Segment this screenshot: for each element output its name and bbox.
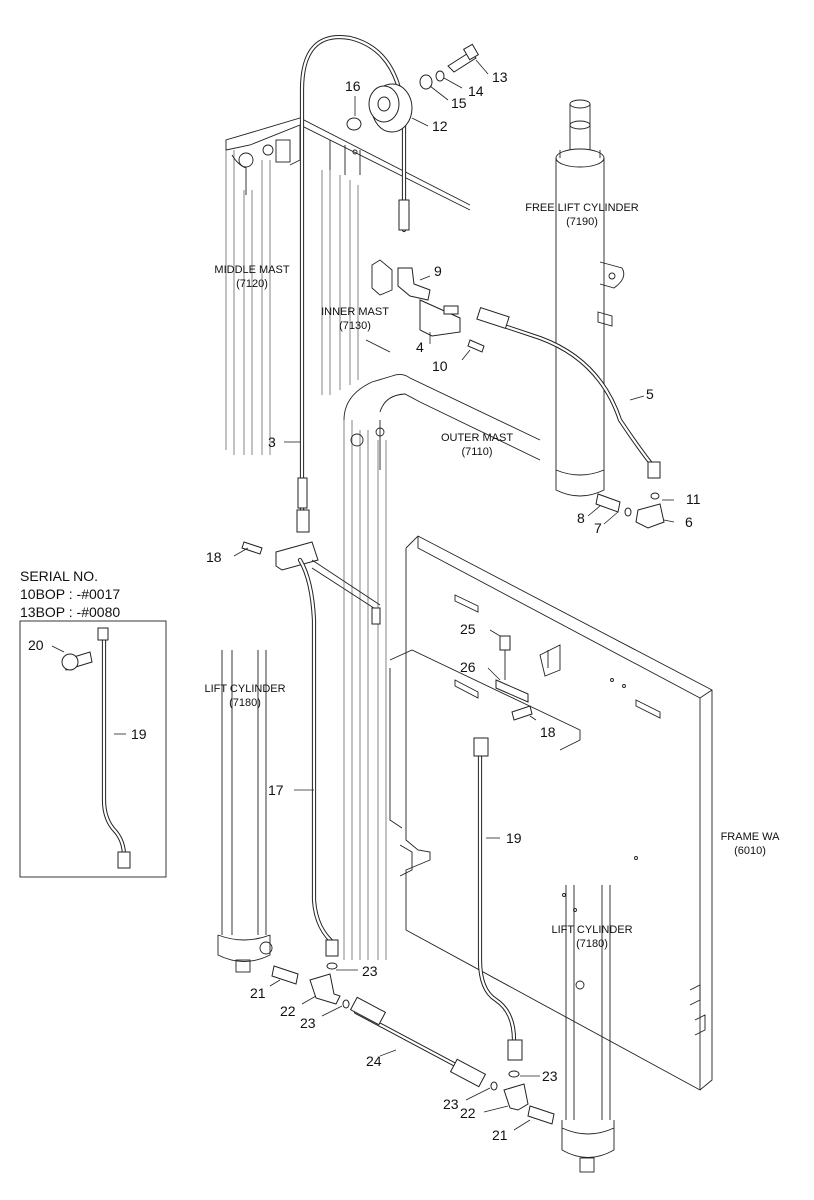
serial-line-1: 10BOP : -#0017 — [20, 586, 120, 602]
callout-23-left-top: 23 — [362, 963, 378, 979]
callout-23-right-bottom: 23 — [443, 1096, 459, 1112]
serial-line-2: 13BOP : -#0080 — [20, 604, 120, 620]
leader-lines — [51, 59, 675, 1131]
label-lift-cylinder-left: LIFT CYLINDER — [204, 683, 285, 695]
label-outer-mast: OUTER MAST — [441, 432, 513, 444]
inner-mast-drawing — [321, 170, 393, 395]
bushing-16 — [346, 117, 362, 131]
serial-inset — [19, 620, 167, 878]
elbow-9 — [397, 267, 431, 301]
tee-22-right — [503, 1083, 529, 1111]
outer-mast-drawing — [343, 373, 541, 960]
part-number-callouts: 3 4 5 6 7 8 9 10 11 12 13 14 15 16 17 18… — [28, 69, 701, 1143]
o-ring-23-left-top — [326, 962, 338, 970]
elbow-6 — [635, 503, 665, 529]
label-lift-cylinder-right: LIFT CYLINDER — [551, 924, 632, 936]
callout-13: 13 — [492, 69, 508, 85]
clamp-bracket-left — [275, 541, 319, 571]
hose-19-main — [477, 737, 517, 1043]
label-free-lift-cylinder: FREE LIFT CYLINDER — [525, 202, 639, 214]
callout-7: 7 — [594, 520, 602, 536]
callout-4: 4 — [416, 339, 424, 355]
label-frame-wa-code: (6010) — [734, 845, 766, 857]
callout-18-right: 18 — [540, 724, 556, 740]
callout-5: 5 — [646, 386, 654, 402]
o-ring-11 — [650, 492, 660, 500]
callout-3: 3 — [268, 434, 276, 450]
o-ring-23-left-bottom — [342, 999, 350, 1009]
callout-21-left: 21 — [250, 985, 266, 1001]
label-middle-mast-code: (7120) — [236, 278, 268, 290]
label-lift-cylinder-left-code: (7180) — [229, 697, 261, 709]
callout-23-right-top: 23 — [542, 1068, 558, 1084]
washer-15 — [419, 74, 433, 90]
callout-6: 6 — [685, 514, 693, 530]
callout-25: 25 — [460, 621, 476, 637]
bolt-18-left — [241, 541, 263, 555]
label-middle-mast: MIDDLE MAST — [214, 264, 289, 276]
callout-26: 26 — [460, 659, 476, 675]
label-lift-cylinder-right-code: (7180) — [576, 938, 608, 950]
callout-14: 14 — [468, 83, 484, 99]
washer-14 — [435, 70, 445, 82]
o-ring-7 — [624, 507, 632, 517]
assembly-labels: MIDDLE MAST (7120) INNER MAST (7130) OUT… — [204, 202, 780, 950]
callout-20: 20 — [28, 637, 44, 653]
callout-17: 17 — [268, 782, 284, 798]
tee-22-left — [309, 973, 341, 1005]
bolt-10 — [467, 339, 485, 353]
connector-8 — [595, 493, 621, 513]
callout-21-right: 21 — [492, 1127, 508, 1143]
bolt-18-right — [511, 705, 533, 721]
label-outer-mast-code: (7110) — [462, 446, 493, 458]
callout-19-inset: 19 — [131, 726, 147, 742]
bracket-4 — [419, 299, 461, 337]
lift-cylinder-left-drawing — [217, 650, 273, 973]
callout-22-left: 22 — [280, 1003, 296, 1019]
callout-19-main: 19 — [506, 830, 522, 846]
free-lift-cylinder-drawing — [555, 99, 625, 497]
o-ring-23-right-top — [508, 1070, 520, 1078]
serial-title: SERIAL NO. — [20, 568, 98, 584]
callout-24: 24 — [366, 1053, 382, 1069]
callout-22-right: 22 — [460, 1105, 476, 1121]
structure-line-art — [217, 99, 713, 1173]
callout-23-left-bottom: 23 — [300, 1015, 316, 1031]
label-inner-mast: INNER MAST — [321, 306, 389, 318]
callout-10: 10 — [432, 358, 448, 374]
callout-9: 9 — [434, 263, 442, 279]
label-inner-mast-code: (7130) — [339, 320, 371, 332]
connector-21-left — [271, 965, 299, 985]
callout-8: 8 — [577, 510, 585, 526]
hose-17 — [297, 557, 339, 948]
sheave-pulley — [368, 83, 413, 133]
label-frame-wa: FRAME WA — [721, 831, 781, 843]
callout-15: 15 — [451, 95, 467, 111]
lift-cylinder-right-drawing — [561, 885, 615, 1173]
callout-16: 16 — [345, 78, 361, 94]
hoses-and-fittings — [241, 34, 665, 1125]
hose-5 — [477, 315, 659, 473]
callout-12: 12 — [432, 118, 448, 134]
bracket-26 — [495, 679, 529, 703]
o-ring-23-right-bottom — [490, 1081, 498, 1091]
frame-wa-drawing — [389, 535, 713, 1091]
callout-18-left: 18 — [206, 549, 222, 565]
connector-21-right — [527, 1105, 555, 1125]
callout-11: 11 — [686, 491, 701, 507]
label-free-lift-cylinder-code: (7190) — [566, 216, 598, 228]
fitting-25 — [499, 635, 511, 651]
serial-note: SERIAL NO. 10BOP : -#0017 13BOP : -#0080 — [20, 568, 120, 620]
